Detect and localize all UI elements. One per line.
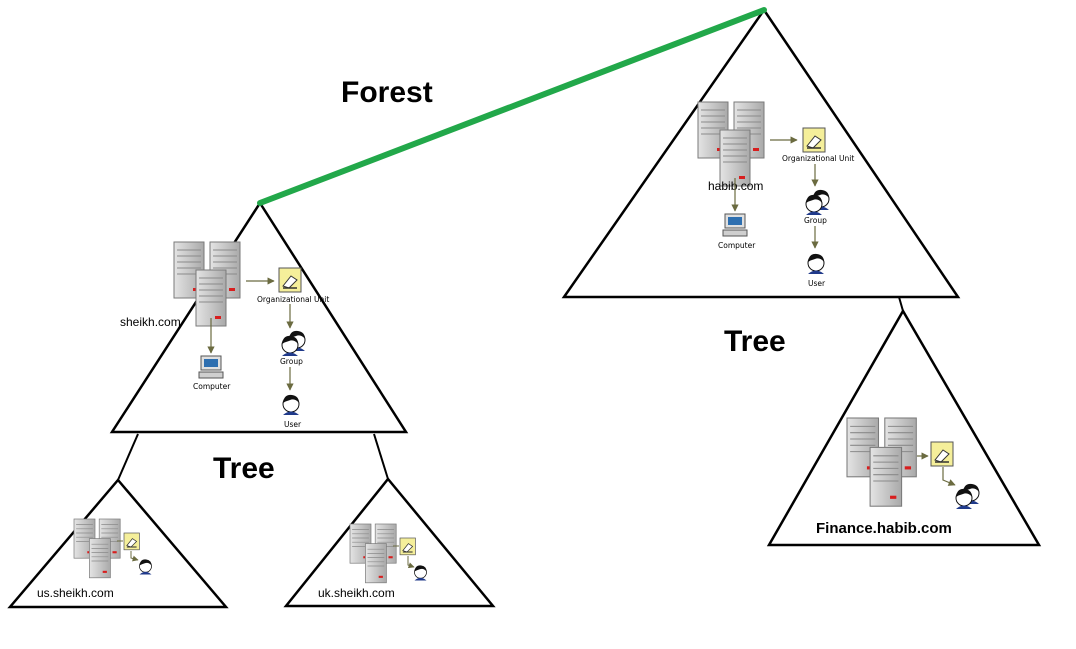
group-icon-habib (806, 190, 829, 215)
user-icon-habib (807, 253, 825, 275)
server-cluster-habib (698, 102, 764, 186)
ou-icon-habib (802, 127, 826, 153)
user-icon-us-sheikh (139, 559, 152, 575)
forest-trust-link (257, 7, 767, 206)
tree-link-sheikh-uk (373, 433, 389, 480)
domain-label-us-sheikh: us.sheikh.com (37, 586, 114, 600)
tree-label-right: Tree (724, 325, 786, 358)
user-icon-uk-sheikh (414, 565, 427, 581)
ou-icon-uk-sheikh (399, 537, 416, 556)
computer-label-habib: Computer (718, 241, 756, 250)
ou-icon-sheikh (278, 267, 302, 293)
group-label-sheikh: Group (280, 357, 303, 366)
ou-icon-finance-habib (930, 441, 954, 467)
user-icon-finance-habib (956, 484, 979, 509)
computer-label-sheikh: Computer (193, 382, 231, 391)
computer-icon-habib (722, 213, 748, 237)
ou-label-sheikh: Organizational Unit (257, 295, 329, 304)
arrow-uk-user (407, 556, 415, 569)
user-icon-sheikh (282, 394, 300, 416)
tree-link-sheikh-us (117, 433, 139, 481)
arrow-finance-user (942, 467, 956, 486)
group-icon-sheikh (282, 331, 305, 356)
forest-label: Forest (341, 76, 433, 109)
arrow-us-user (130, 551, 139, 562)
tree-triangle-finance-habib (766, 308, 1042, 547)
server-cluster-sheikh (174, 242, 240, 326)
tree-triangle-sheikh (109, 200, 409, 434)
domain-label-habib: habib.com (708, 179, 763, 193)
tree-triangle-habib (561, 7, 961, 299)
tree-triangle-us-sheikh (7, 478, 229, 609)
server-cluster-finance-habib (847, 418, 916, 506)
group-label-habib: Group (804, 216, 827, 225)
domain-label-uk-sheikh: uk.sheikh.com (318, 586, 395, 600)
ou-label-habib: Organizational Unit (782, 154, 854, 163)
domain-label-sheikh: sheikh.com (120, 315, 181, 329)
server-cluster-us-sheikh (74, 519, 120, 578)
user-label-sheikh: User (284, 420, 302, 429)
user-label-habib: User (808, 279, 826, 288)
tree-triangle-uk-sheikh (283, 477, 496, 608)
computer-icon-sheikh (198, 355, 224, 379)
ou-icon-us-sheikh (123, 532, 140, 551)
server-cluster-uk-sheikh (350, 524, 396, 583)
tree-link-habib-finance (898, 296, 904, 312)
tree-label-left: Tree (213, 452, 275, 485)
domain-label-finance-habib: Finance.habib.com (816, 520, 952, 537)
